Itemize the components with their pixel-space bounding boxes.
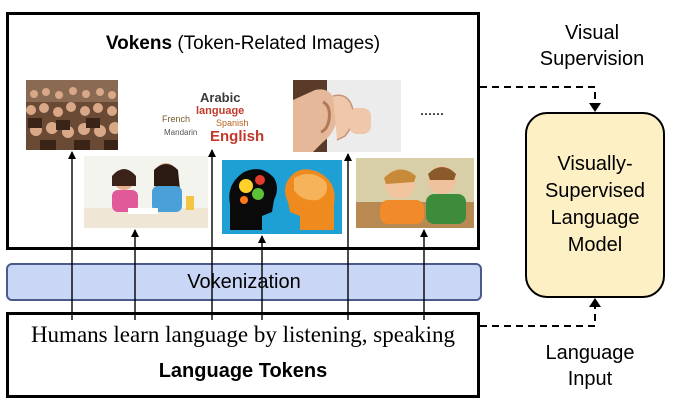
model-line-2: Supervised [544, 180, 646, 202]
model-line-4: Model [567, 234, 623, 256]
crowd-image [26, 80, 118, 150]
visual-supervision-line-2: Supervision [539, 48, 645, 70]
language-input-line-2: Input [567, 368, 613, 390]
word-english: English [210, 128, 265, 145]
visually-supervised-model-box: Visually- Supervised Language Model [525, 112, 665, 298]
language-input-line-1: Language [545, 342, 635, 364]
visual-supervision-arrowhead [589, 103, 601, 112]
visual-supervision-dashed-connector [480, 86, 596, 104]
language-tokens-label: Language Tokens [158, 360, 328, 382]
vokens-title: Vokens (Token-Related Images) [6, 33, 480, 55]
more-images-ellipsis: ...... [420, 102, 444, 119]
language-input-dashed-connector [480, 306, 596, 327]
language-input-arrowhead [589, 298, 601, 307]
brains-image [222, 160, 342, 234]
ear-image [293, 80, 401, 152]
word-mandarin: Mandarin [164, 128, 198, 137]
vokenization-bar: Vokenization [6, 263, 482, 301]
children-listening-image [356, 158, 474, 228]
teacher-child-image [84, 156, 208, 228]
language-input-label: Language Input [524, 340, 656, 392]
visual-supervision-label: Visual Supervision [526, 20, 658, 72]
visual-supervision-line-1: Visual [564, 22, 620, 44]
language-tokens-box [6, 312, 480, 398]
vokens-title-rest: (Token-Related Images) [172, 33, 381, 54]
word-spanish: Spanish [216, 118, 249, 128]
token-sentence: Humans learn language by listening, spea… [30, 322, 456, 347]
word-french: French [162, 114, 191, 124]
word-arabic: Arabic [200, 90, 241, 105]
word-language: language [196, 105, 245, 117]
model-line-1: Visually- [557, 153, 633, 175]
word-cloud-image: Arabic language French Spanish Mandarin … [160, 84, 270, 150]
model-line-3: Language [550, 207, 640, 229]
vokens-title-bold: Vokens [105, 33, 173, 54]
